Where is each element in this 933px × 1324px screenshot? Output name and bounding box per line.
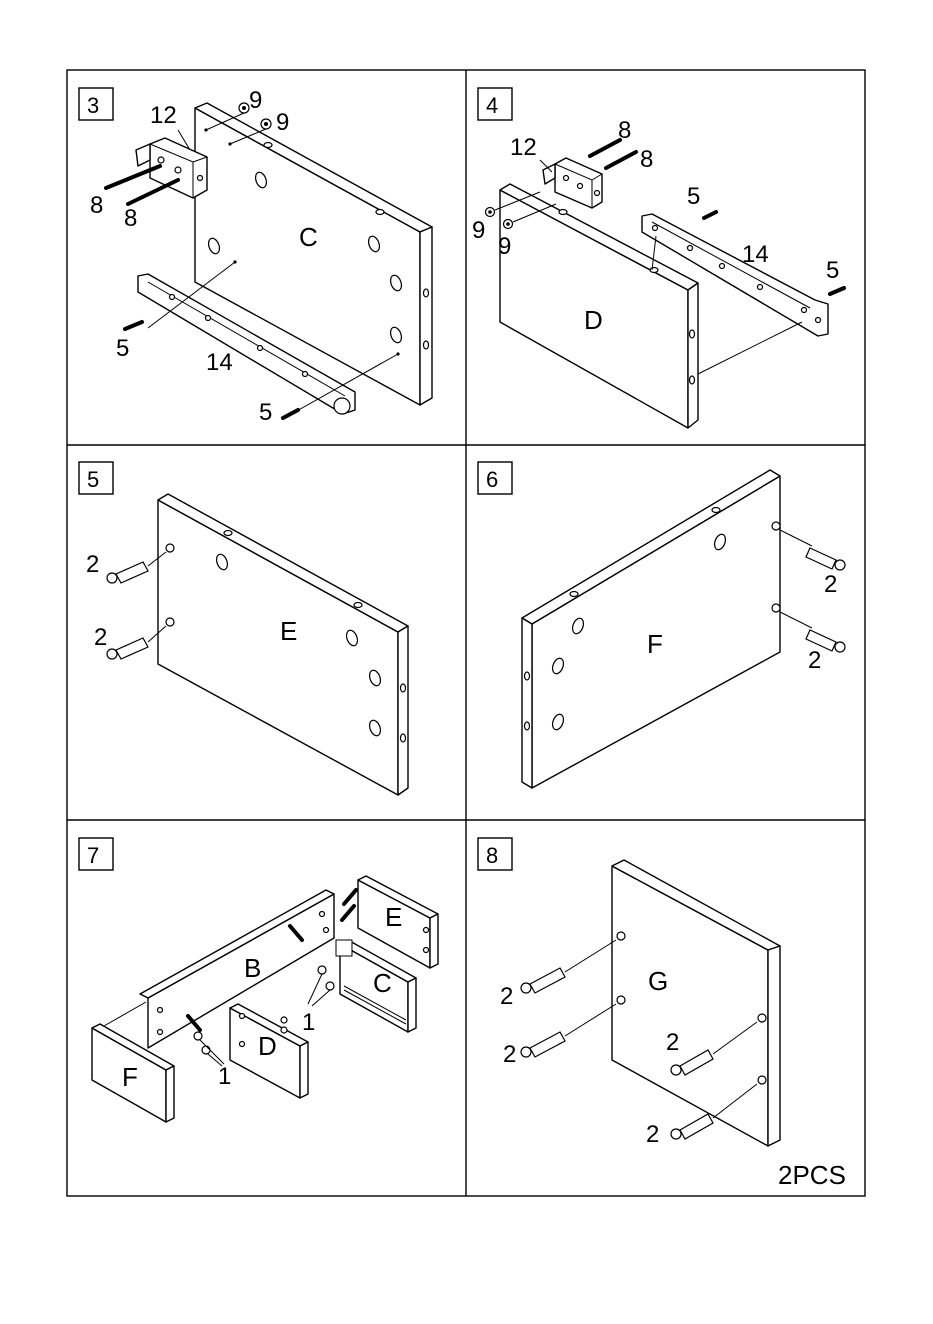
step-number: 3 [87,93,99,118]
step-number-box: 3 [79,88,113,120]
nut-label-a: 9 [249,87,262,114]
dowel-label-d: 2 [646,1121,659,1148]
step-number-box: 5 [79,462,113,494]
screw-label-a: 5 [687,183,700,210]
screw-label-b: 5 [826,257,839,284]
board-label: G [648,966,668,996]
nut-label-b: 9 [498,233,511,260]
step-number: 5 [87,467,99,492]
step-number-box: 8 [478,838,512,870]
board-label: D [584,305,603,335]
cam-label-b: 1 [302,1009,315,1036]
wood-dowel [780,612,845,652]
step-7-panel: 7 B F [79,838,438,1122]
wood-dowel [521,940,616,993]
board-label: E [280,616,297,646]
nut-label-a: 9 [472,217,485,244]
step-number-box: 7 [79,838,113,870]
bolt-label-b: 8 [124,205,137,232]
step-6-panel: 6 F 2 2 [478,462,845,788]
bolt-label-a: 8 [90,192,103,219]
screw-label-a: 5 [116,335,129,362]
board-g [612,860,780,1146]
board-label: F [647,629,663,659]
dowel-label-a: 2 [86,551,99,578]
board-label-c: C [373,968,392,998]
dowel-label-a: 2 [500,983,513,1010]
dowel-label-a: 2 [824,571,837,598]
board-label-e: E [385,902,402,932]
dowel-label-b: 2 [503,1041,516,1068]
dowel-label-c: 2 [666,1029,679,1056]
hinge-bracket [543,158,602,208]
step-number: 6 [486,467,498,492]
nut-label-b: 9 [276,109,289,136]
step-number-box: 6 [478,462,512,494]
bolt-label-b: 8 [640,146,653,173]
step-5-panel: 5 E 2 2 [79,462,408,795]
board-label-f: F [122,1062,138,1092]
dowel-label-b: 2 [94,624,107,651]
step-3-panel: 3 C [79,87,432,426]
board-label-b: B [244,953,261,983]
rail-label: 14 [742,241,769,268]
rail-label: 14 [206,349,233,376]
step-8-panel: 8 G [478,838,846,1190]
wood-dowel [521,1004,616,1057]
board-label: C [299,222,318,252]
bolt-label-a: 8 [618,117,631,144]
bracket-label: 12 [510,134,537,161]
quantity-note: 2PCS [778,1160,846,1190]
wood-dowel [780,530,845,570]
cam-label-a: 1 [218,1063,231,1090]
step-number-box: 4 [478,88,512,120]
step-number: 4 [486,93,498,118]
step-4-panel: 4 D 12 8 8 9 9 [472,88,844,428]
bracket-label: 12 [150,102,177,129]
wood-dowel [107,552,166,583]
dowel-label-b: 2 [808,647,821,674]
step-number: 8 [486,843,498,868]
wood-dowel [107,626,166,659]
screw-label-b: 5 [259,399,272,426]
board-label-d: D [258,1031,277,1061]
step-number: 7 [87,843,99,868]
